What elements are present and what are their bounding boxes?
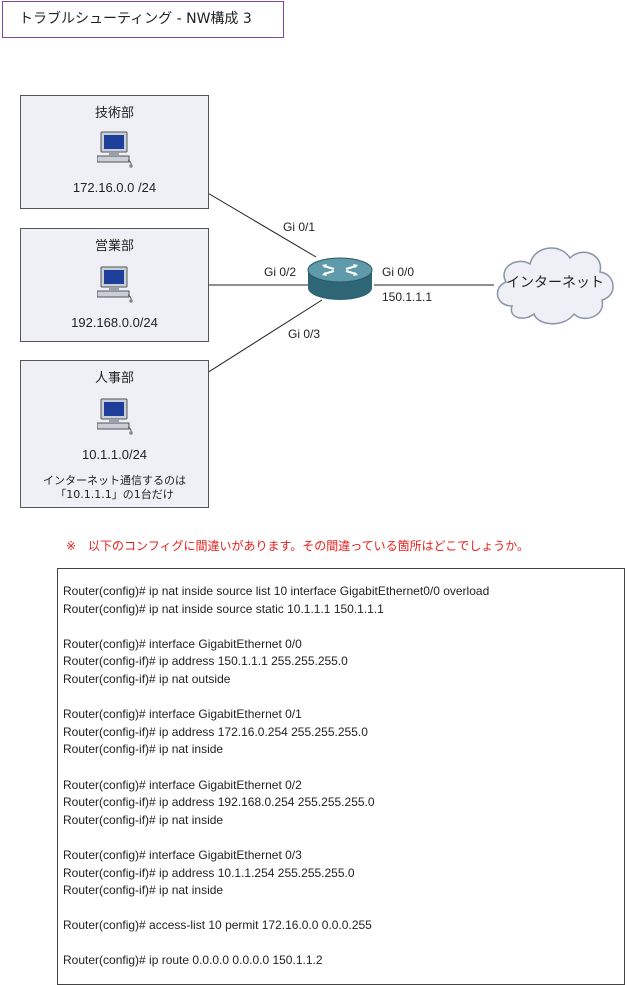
internet-label: インターネット bbox=[506, 275, 604, 291]
config-block-gi01: Router(config)# interface GigabitEtherne… bbox=[63, 706, 624, 759]
label-gi03: Gi 0/3 bbox=[288, 327, 321, 341]
config-line: Router(config)# interface GigabitEtherne… bbox=[63, 636, 302, 651]
question-text: ※ 以下のコンフィグに間違いがあります。その間違っている箇所はどこでしょうか。 bbox=[66, 539, 530, 553]
dept-name: 人事部 bbox=[94, 371, 134, 386]
config-line: Router(config-if)# ip address 172.16.0.2… bbox=[63, 724, 368, 739]
config-block-acl: Router(config)# access-list 10 permit 17… bbox=[63, 917, 624, 935]
dept-network: 10.1.1.0/24 bbox=[81, 447, 148, 462]
config-line: Router(config-if)# ip address 10.1.1.254… bbox=[63, 865, 355, 880]
config-block-nat: Router(config)# ip nat inside source lis… bbox=[63, 583, 624, 618]
config-line: Router(config-if)# ip address 150.1.1.1 … bbox=[63, 654, 348, 669]
config-line: Router(config)# interface GigabitEtherne… bbox=[63, 777, 302, 792]
config-block-gi02: Router(config)# interface GigabitEtherne… bbox=[63, 777, 624, 830]
dept-name: 営業部 bbox=[94, 239, 134, 254]
config-line: Router(config)# ip nat inside source lis… bbox=[63, 584, 490, 598]
dept-hr: 人事部 10.1.1.0/24 インターネット通信するのは 「10.1.1.1」… bbox=[20, 360, 209, 508]
label-gi00: Gi 0/0 bbox=[382, 265, 415, 279]
config-line: Router(config-if)# ip nat inside bbox=[63, 812, 224, 827]
diagram-title: トラブルシューティング - NW構成 3 bbox=[2, 1, 284, 38]
dept-note-line-2: 「10.1.1.1」の1台だけ bbox=[55, 488, 174, 501]
config-line: Router(config)# access-list 10 permit 17… bbox=[63, 918, 372, 933]
label-gi01: Gi 0/1 bbox=[283, 220, 316, 234]
label-gi02: Gi 0/2 bbox=[264, 265, 297, 279]
config-box: Router(config)# ip nat inside source lis… bbox=[57, 568, 625, 985]
pc-icon bbox=[97, 131, 133, 168]
config-line: Router(config-if)# ip nat outside bbox=[63, 671, 231, 686]
config-line: Router(config)# ip nat inside source sta… bbox=[63, 601, 384, 616]
config-block-gi03: Router(config)# interface GigabitEtherne… bbox=[63, 847, 624, 900]
config-line: Router(config)# interface GigabitEtherne… bbox=[63, 707, 302, 722]
router-icon bbox=[307, 257, 373, 300]
config-block-route: Router(config)# ip route 0.0.0.0 0.0.0.0… bbox=[63, 952, 624, 970]
dept-note-line-1: インターネット通信するのは bbox=[43, 474, 186, 487]
config-line: Router(config-if)# ip nat inside bbox=[63, 742, 224, 757]
config-line: Router(config)# ip route 0.0.0.0 0.0.0.0… bbox=[63, 953, 323, 968]
config-line: Router(config-if)# ip address 192.168.0.… bbox=[63, 795, 375, 810]
config-line: Router(config-if)# ip nat inside bbox=[63, 883, 224, 898]
label-gi00-ip: 150.1.1.1 bbox=[382, 290, 433, 304]
pc-icon bbox=[97, 266, 133, 303]
dept-network: 172.16.0.0 /24 bbox=[72, 180, 157, 195]
pc-icon bbox=[97, 398, 133, 435]
cloud-icon bbox=[496, 247, 614, 325]
dept-name: 技術部 bbox=[94, 106, 134, 121]
config-block-gi00: Router(config)# interface GigabitEtherne… bbox=[63, 636, 624, 689]
config-line: Router(config)# interface GigabitEtherne… bbox=[63, 847, 302, 862]
dept-engineering: 技術部 172.16.0.0 /24 bbox=[20, 95, 209, 209]
dept-network: 192.168.0.0/24 bbox=[71, 315, 158, 330]
dept-sales: 営業部 192.168.0.0/24 bbox=[20, 228, 209, 342]
